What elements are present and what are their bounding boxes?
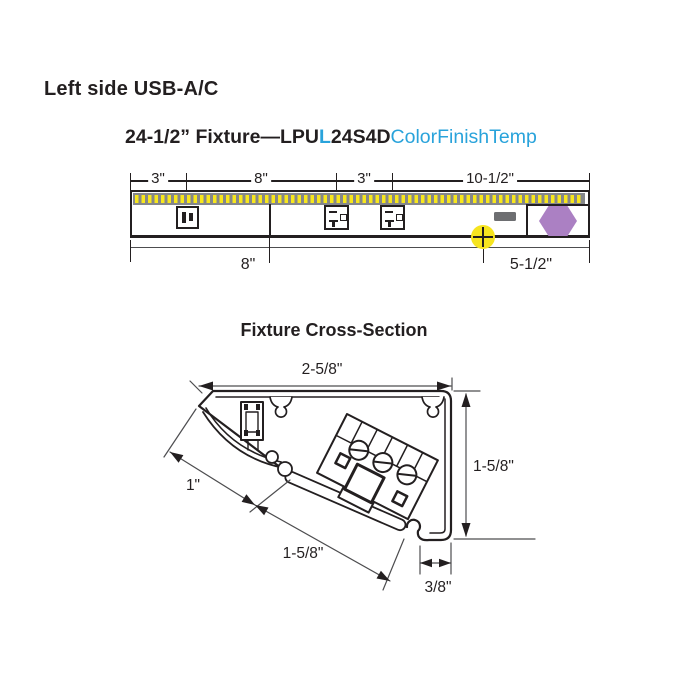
- dim-tick: [482, 249, 484, 263]
- model-accent-letter: L: [318, 126, 331, 148]
- dim-label-8in-bottom: 8": [237, 256, 259, 274]
- model-code: 24S4D: [330, 126, 391, 148]
- arrowhead: [439, 558, 451, 568]
- screw-boss: [421, 396, 445, 418]
- bottom-dimension-line: [130, 247, 590, 248]
- dim-label-mount-face: 1-5/8": [283, 545, 324, 562]
- switch-icon: [494, 212, 516, 221]
- screw-channel: [277, 461, 293, 477]
- led-strip: [133, 193, 585, 205]
- arrowhead: [376, 570, 390, 581]
- cross-section-heading: Fixture Cross-Section: [240, 320, 428, 340]
- model-colorfinishtemp: ColorFinishTemp: [390, 126, 537, 148]
- dim-tick: [588, 240, 590, 263]
- dim-label-foot: 3/8": [424, 579, 451, 596]
- arrowhead: [241, 494, 255, 505]
- dim-width: [189, 377, 453, 394]
- dim-label-3in-right: 3": [354, 170, 374, 188]
- dim-tick: [269, 238, 270, 263]
- dim-height: [453, 390, 536, 540]
- screw-channel: [265, 450, 279, 464]
- usb-c-icon: [380, 205, 405, 230]
- led-dashes: [135, 195, 583, 203]
- dim-label-5-5in: 5-1/2": [506, 256, 556, 274]
- arrowhead: [437, 381, 451, 391]
- dim-tick: [129, 173, 131, 190]
- dim-label-width: 2-5/8": [302, 361, 343, 378]
- usb-c-icon: [324, 205, 349, 230]
- arrowhead: [255, 505, 269, 516]
- arrowhead: [199, 381, 213, 391]
- dim-label-height: 1-5/8": [473, 458, 514, 475]
- wire-knockout-icon: [471, 225, 495, 249]
- arrowhead: [170, 452, 184, 463]
- cross-section-drawing: 2-5/8" 1-5/8" 1" 1-5/8" 3/8": [163, 361, 536, 596]
- fixture-housing: [130, 190, 590, 238]
- lens-arc-outer: [202, 411, 285, 469]
- dim-tick: [588, 173, 590, 190]
- dim-foot: [419, 542, 452, 575]
- endcap-compartment: [526, 204, 588, 238]
- terminal-block: [316, 413, 439, 521]
- model-prefix: 24-1/2” Fixture—LPU: [125, 126, 319, 148]
- arrowhead: [420, 558, 432, 568]
- dim-label-lens-face: 1": [186, 477, 200, 494]
- dim-label-3in-left: 3": [148, 170, 168, 188]
- arrowhead: [461, 393, 471, 407]
- page-title: Left side USB-A/C: [44, 78, 219, 100]
- screw-boss: [269, 396, 293, 418]
- dim-tick: [129, 240, 131, 262]
- fixture-model-title: 24-1/2” Fixture—LPUL24S4DColorFinishTemp: [125, 126, 537, 149]
- inner-wall-right: [429, 398, 446, 534]
- dim-label-8in-top: 8": [251, 170, 271, 188]
- arrowhead: [461, 523, 471, 537]
- compartment-divider: [268, 204, 271, 238]
- usb-a-icon: [176, 206, 199, 229]
- dim-label-10-5in: 10-1/2": [463, 170, 517, 188]
- led-module: [240, 401, 264, 451]
